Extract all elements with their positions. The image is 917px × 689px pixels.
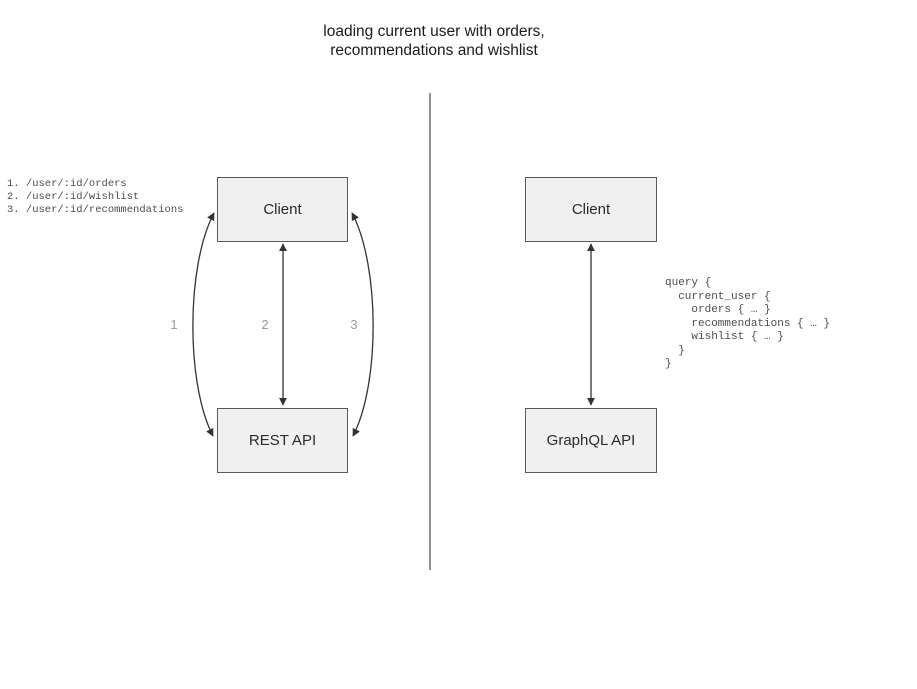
graphql-query-code: query { current_user { orders { … } reco… [665, 277, 831, 370]
rest-api-box: REST API [217, 408, 348, 473]
graphql-client-box: Client [525, 177, 657, 242]
diagram-title: loading current user with orders, recomm… [323, 23, 545, 59]
divider-line [429, 93, 431, 570]
rest-client-box: Client [217, 177, 348, 242]
rest-client-box-label: Client [263, 201, 302, 218]
rest-endpoints-list: 1. /user/:id/orders 2. /user/:id/wishlis… [7, 178, 184, 216]
rest-arrow-1-curve [192, 212, 215, 437]
graphql-client-box-label: Client [571, 201, 611, 218]
arrow-label-1: 1 [170, 317, 178, 332]
graphql-api-box: GraphQL API [525, 408, 657, 473]
arrow-label-3: 3 [350, 317, 358, 332]
rest-api-box-label: REST API [248, 432, 317, 449]
arrow-label-2: 2 [261, 317, 269, 332]
graphql-api-box-label: GraphQL API [546, 432, 636, 449]
